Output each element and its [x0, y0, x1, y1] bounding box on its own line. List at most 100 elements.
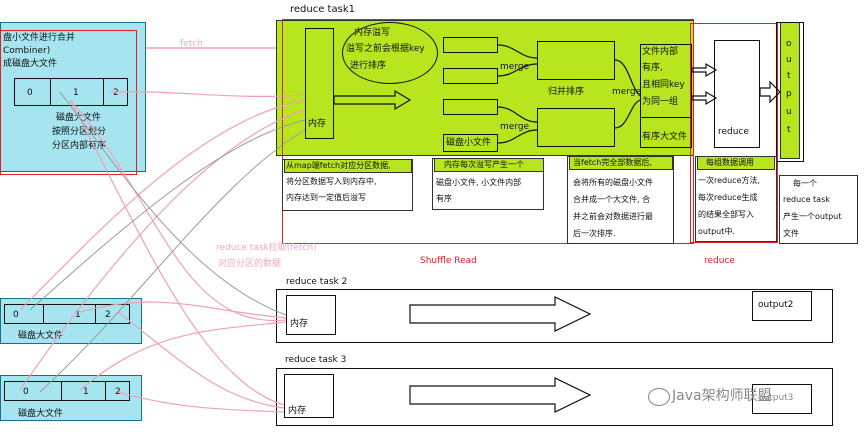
- map-output-top-redframe: [0, 30, 137, 175]
- gray-curves: [29, 91, 306, 393]
- task3-memory-box: [284, 374, 334, 418]
- pink-note-line-1: reduce task拉取(fetch): [216, 243, 317, 253]
- note5-line-4: 文件: [783, 229, 799, 238]
- note2-box: [432, 158, 544, 210]
- note4-box: [695, 156, 777, 242]
- output-letter-p: p: [786, 89, 792, 99]
- task3-panel: [276, 368, 833, 426]
- watermark-text: Java架构师联盟: [672, 388, 772, 404]
- output-letter-o: o: [786, 39, 792, 49]
- note1-line-3: 内存达到一定值后溢写: [286, 193, 366, 202]
- task2-output-label: output2: [758, 300, 794, 310]
- partition-2: 2: [115, 387, 121, 397]
- note3-line-5: 后一次排序.: [573, 229, 616, 238]
- disk-small-file-3: [443, 99, 498, 115]
- inner-sorted-line-3: 且相同key: [642, 80, 685, 90]
- task2-memory-box: [286, 295, 336, 335]
- task1-memory-box: [305, 28, 334, 139]
- map-mid-partition-row: 0 1 2: [4, 304, 130, 324]
- sorted-big-file-label: 有序大文件: [642, 132, 688, 142]
- note1-line-1: 从map端fetch对应分区数据,: [286, 161, 391, 170]
- reduce-redframe: [690, 23, 778, 243]
- disk-small-file-4: [443, 134, 498, 152]
- note2-line-3: 有序: [436, 194, 452, 203]
- task2-panel: [276, 289, 833, 343]
- shuffle-read-label: Shuffle Read: [420, 256, 477, 266]
- partition-0: 0: [27, 88, 33, 98]
- task3-output-box: [752, 384, 812, 414]
- map-bot-label: 磁盘大文件: [18, 409, 64, 419]
- merge-label-2: merge: [500, 122, 530, 132]
- merge-label-1: merge: [500, 62, 530, 72]
- note5-line-2: reduce task: [783, 195, 830, 204]
- output-black-frame: [776, 22, 804, 162]
- inner-sorted-line-4: 为同一组: [642, 97, 679, 107]
- spill-bubble-line-1: 内存溢写: [354, 28, 391, 38]
- note4-line-3: 每次reduce生成: [698, 193, 758, 202]
- disk-small-file-label: 磁盘小文件: [446, 138, 492, 148]
- note1-line-2: 将分区数据写入到内存中,: [286, 177, 377, 186]
- task2-title: reduce task 2: [286, 277, 348, 287]
- note3-line-3: 合并成一个大文件, 合: [573, 195, 651, 204]
- map-top-line-3: 成磁盘大文件: [3, 59, 58, 69]
- merge-label-3: merge: [612, 87, 642, 97]
- disk-small-file-1: [443, 37, 498, 53]
- fetch-curves: [19, 91, 306, 413]
- note3-line-1: 当fetch完全部数据后,: [573, 158, 652, 167]
- partition-0: 0: [23, 387, 29, 397]
- task2-output-box: [752, 291, 812, 321]
- partition-2: 2: [105, 310, 111, 320]
- spill-bubble-line-3: 进行排序: [350, 61, 387, 71]
- note4-line-2: 一次reduce方法,: [698, 176, 761, 185]
- note2-line-1: 内存每次溢写产生一个: [444, 160, 524, 169]
- note4-line-4: 的结果全部写入: [698, 210, 754, 219]
- partition-2: 2: [113, 88, 119, 98]
- note5-line-3: 产生一个output: [783, 212, 842, 221]
- task1-title: reduce task1: [290, 4, 355, 15]
- output-letter-u: u: [786, 55, 792, 65]
- reduce-phase-label: reduce: [704, 256, 735, 266]
- task1-arrows: [333, 44, 781, 144]
- spill-bubble-line-2: 溢写之前会根据key: [346, 44, 425, 54]
- note2-line-2: 磁盘小文件, 小文件内部: [436, 178, 522, 187]
- note5-line-1: 每一个: [793, 179, 817, 188]
- task1-redframe: [282, 19, 694, 244]
- reduce-box-label: reduce: [718, 127, 749, 137]
- note4-line-1: 每组数据调用: [706, 158, 754, 167]
- partition-1: 1: [73, 88, 79, 98]
- partition-1: 1: [83, 387, 89, 397]
- note3-line-2: 会将所有的磁盘小文件: [573, 178, 653, 187]
- task3-memory-label: 内存: [288, 406, 307, 416]
- task3-output-label: output3: [758, 393, 794, 403]
- map-top-note-2: 按照分区划分: [52, 127, 107, 137]
- partition-0: 0: [13, 310, 19, 320]
- task-big-arrows: [409, 296, 592, 413]
- note3-line-4: 并之前会对数据进行最: [573, 212, 653, 221]
- wechat-icon: [648, 388, 670, 406]
- map-top-line-1: 盘小文件进行合并: [3, 33, 76, 43]
- task1-memory-label: 内存: [308, 119, 327, 129]
- output-letter-u2: u: [786, 107, 792, 117]
- task2-memory-label: 内存: [290, 319, 309, 329]
- merged-file-2: [537, 108, 615, 147]
- map-mid-label: 磁盘大文件: [18, 331, 64, 341]
- merge-sort-label: 归并排序: [548, 87, 585, 97]
- merged-file-1: [537, 41, 615, 80]
- map-bot-partition-row: 0 1 2: [4, 381, 130, 401]
- pink-note-line-2: 对应分区的数据: [218, 259, 282, 269]
- map-top-line-2: Combiner): [3, 46, 51, 56]
- note4-line-5: output中.: [698, 227, 735, 236]
- map-top-note-3: 分区内部有序: [52, 141, 107, 151]
- note3-box: [567, 156, 674, 244]
- note1-box: [282, 159, 413, 211]
- disk-small-file-2: [443, 68, 498, 84]
- output-letter-t: t: [787, 71, 791, 81]
- inner-sorted-line-2: 有序,: [642, 63, 663, 73]
- task3-title: reduce task 3: [285, 355, 347, 365]
- partition-1: 1: [75, 310, 81, 320]
- output-letter-t2: t: [787, 125, 791, 135]
- map-top-note-1: 磁盘大文件: [56, 113, 102, 123]
- note5-box: [779, 175, 858, 244]
- inner-sorted-line-1: 文件内部: [642, 47, 679, 57]
